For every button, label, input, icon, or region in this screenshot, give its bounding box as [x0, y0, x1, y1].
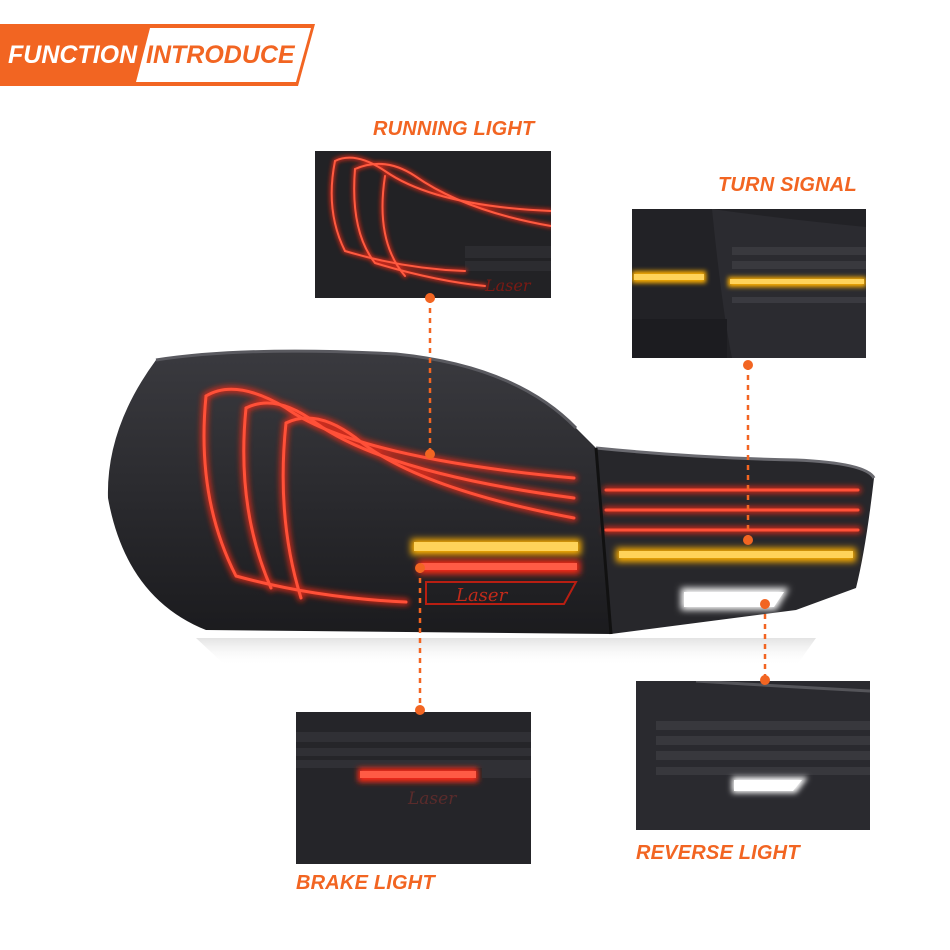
brake-light-photo: Laser — [296, 712, 531, 864]
running-light-photo: Laser — [315, 151, 551, 298]
laser-badge-brake: Laser — [407, 789, 457, 809]
laser-badge: Laser — [484, 276, 532, 295]
running-light-label: RUNNING LIGHT — [373, 118, 535, 140]
reverse-callout-dot-bottom — [760, 675, 770, 685]
reverse-light-photo — [636, 681, 870, 830]
turn-signal-label: TURN SIGNAL — [718, 174, 857, 196]
function-introduce-banner: FUNCTION INTRODUCE — [0, 24, 315, 86]
banner-shape — [0, 24, 315, 86]
tail-light-product-image: Laser — [96, 348, 880, 678]
brake-callout-dot-top — [415, 563, 425, 573]
reverse-light-label: REVERSE LIGHT — [636, 842, 800, 864]
reverse-callout-dot-top — [760, 599, 770, 609]
brake-light-label: BRAKE LIGHT — [296, 872, 435, 894]
laser-badge-main: Laser — [455, 585, 509, 606]
running-callout-dot-bottom — [425, 449, 435, 459]
banner-title-introduce: INTRODUCE — [146, 41, 295, 69]
brake-callout-dot-bottom — [415, 705, 425, 715]
running-callout-dot-top — [425, 293, 435, 303]
turn-callout-dot-top — [743, 360, 753, 370]
turn-signal-photo — [632, 209, 866, 358]
banner-title-function: FUNCTION — [8, 41, 138, 69]
turn-callout-dot-bottom — [743, 535, 753, 545]
